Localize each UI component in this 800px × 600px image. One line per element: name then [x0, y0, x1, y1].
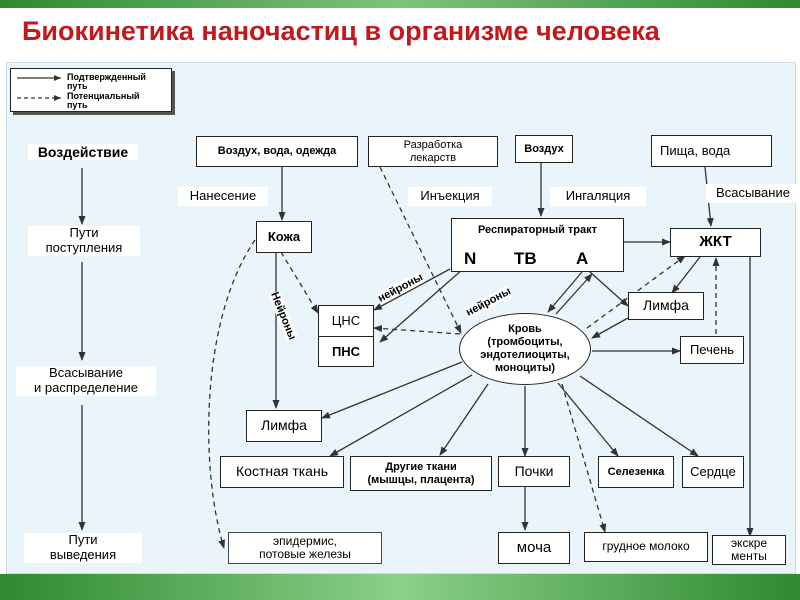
blood-line2: (тромбоциты, [487, 335, 563, 348]
potential-blood-to-milk [561, 383, 607, 533]
stage-absorption: Всасывание и распределение [16, 365, 156, 396]
path-git-to-lymph [671, 256, 701, 294]
top-accent-bar [0, 0, 800, 8]
potential-skin-to-cns [280, 251, 319, 314]
path-resp-a-to-lymph [589, 271, 629, 307]
blood-line4: моноциты) [494, 362, 556, 375]
excretion-epidermis: эпидермис, потовые железы [228, 532, 382, 564]
organ-git: ЖКТ [670, 228, 761, 257]
excretion-urine: моча [498, 532, 570, 564]
organ-spleen: Селезенка [598, 456, 674, 488]
excretion-excrements: экскре менты [712, 535, 786, 565]
legend-potential-line2: путь [67, 100, 88, 110]
path-blood-to-heart [579, 375, 699, 457]
source-drug-development: Разработка лекарств [368, 136, 498, 167]
drug-dev-line1: Разработка [403, 139, 463, 152]
organ-bone: Костная ткань [220, 456, 344, 488]
page-title: Биокинетика наночастиц в организме челов… [22, 16, 660, 46]
excrements-line2: менты [731, 549, 767, 563]
potential-skin-to-epidermis [208, 239, 256, 549]
path-blood-to-lymph-left [321, 361, 463, 419]
blood-line1: Кровь [508, 322, 542, 335]
path-blood-to-resp [555, 273, 593, 315]
resp-tract-title: Респираторный тракт [477, 224, 598, 236]
organ-lymph-left: Лимфа [246, 410, 322, 442]
stage-excretion-line2: выведения [49, 546, 117, 562]
potential-drug-to-blood [379, 166, 462, 334]
path-resp-to-blood-1 [547, 271, 583, 313]
excretion-breast-milk: грудное молоко [584, 532, 708, 562]
path-blood-to-bone [329, 374, 473, 457]
legend: Подтвержденный путь Потенциальный путь [10, 68, 172, 112]
other-line1: Другие ткани [385, 461, 457, 474]
excrements-line1: экскре [730, 535, 768, 550]
organ-lymph-right: Лимфа [628, 292, 704, 320]
route-absorption: Всасывание [706, 184, 800, 203]
path-resp-to-cns [373, 268, 451, 311]
organ-cns: ЦНС [319, 306, 373, 337]
resp-n: N [464, 249, 477, 268]
epidermis-line1: эпидермис, [273, 533, 337, 548]
organ-kidneys: Почки [498, 456, 570, 487]
bottom-accent-bar [0, 574, 800, 600]
route-application: Нанесение [178, 187, 268, 206]
epidermis-line2: потовые железы [259, 547, 351, 561]
stage-excretion-line1: Пути [68, 532, 98, 547]
stage-absorption-line2: и распределение [34, 379, 138, 395]
path-blood-to-spleen [557, 382, 619, 457]
stage-absorption-line1: Всасывание [49, 365, 123, 380]
stage-excretion: Пути выведения [24, 532, 142, 563]
drug-dev-line2: лекарств [409, 151, 457, 164]
other-line2: (мышцы, плацента) [367, 473, 475, 486]
potential-blood-to-git [586, 255, 686, 329]
organ-liver: Печень [680, 336, 744, 364]
blood-line3: эндотелиоциты, [480, 349, 570, 361]
organ-other-tissues: Другие ткани (мышцы, плацента) [350, 456, 492, 491]
organ-cns-pns: ЦНС ПНС [318, 305, 374, 367]
source-food-water: Пища, вода [651, 135, 772, 167]
stage-exposure: Воздействие [28, 144, 138, 161]
legend-confirmed-line1: Подтвержденный [67, 72, 146, 82]
organ-pns: ПНС [331, 343, 361, 359]
organ-respiratory-tract: Респираторный тракт N TB A [451, 218, 624, 272]
route-injection: Инъекция [408, 187, 492, 206]
legend-potential-line1: Потенциальный [67, 91, 140, 101]
stage-entry-line2: поступления [45, 239, 123, 255]
organ-blood: Кровь (тромбоциты, эндотелиоциты, моноци… [459, 313, 591, 385]
legend-lines [17, 75, 61, 101]
resp-tb: TB [514, 249, 537, 268]
organ-heart: Сердце [682, 456, 744, 488]
source-air: Воздух [515, 135, 573, 163]
route-inhalation: Ингаляция [550, 187, 646, 206]
legend-confirmed-line2: путь [67, 81, 88, 91]
potential-blood-to-cns [373, 325, 461, 335]
path-blood-to-other [439, 383, 489, 456]
organ-skin: Кожа [256, 221, 312, 253]
resp-a: A [576, 249, 589, 268]
path-lymph-to-blood [591, 317, 629, 339]
stage-entry-line1: Пути [69, 225, 99, 240]
source-air-water-clothes: Воздух, вода, одежда [196, 136, 358, 167]
stage-entry: Пути поступления [28, 225, 140, 256]
